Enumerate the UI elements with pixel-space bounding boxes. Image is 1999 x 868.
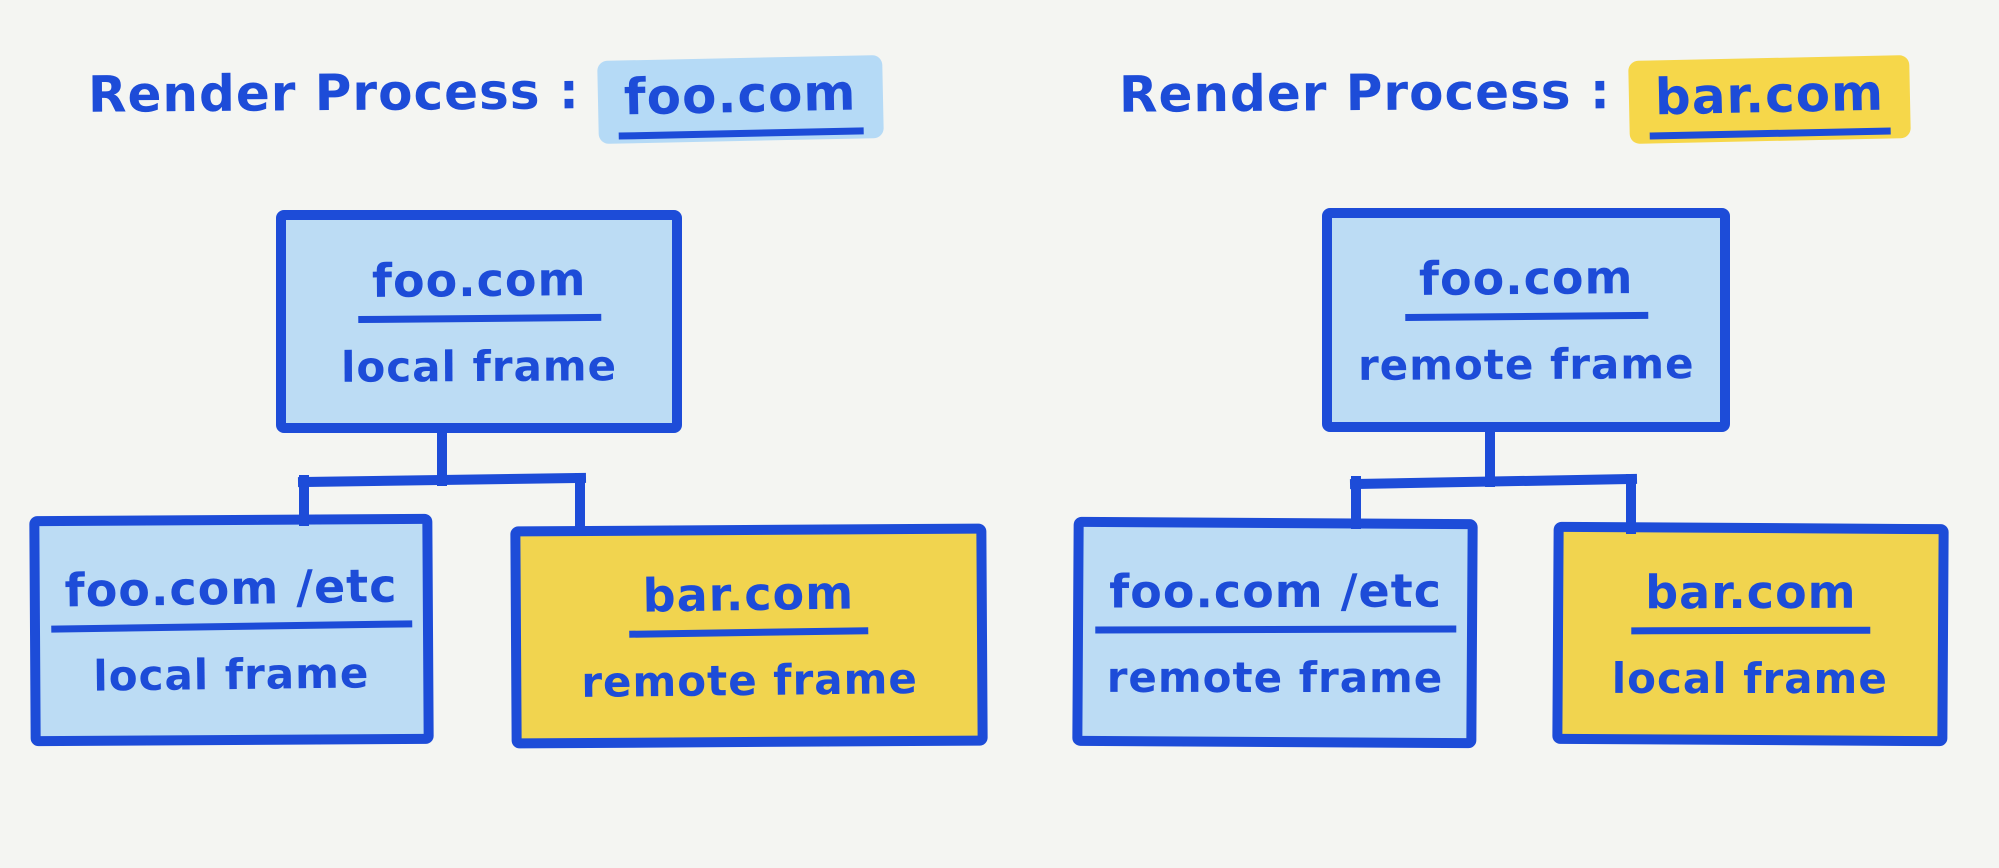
frame-node-root: foo.com local frame: [276, 210, 682, 433]
frame-node-root: foo.com remote frame: [1322, 208, 1730, 432]
